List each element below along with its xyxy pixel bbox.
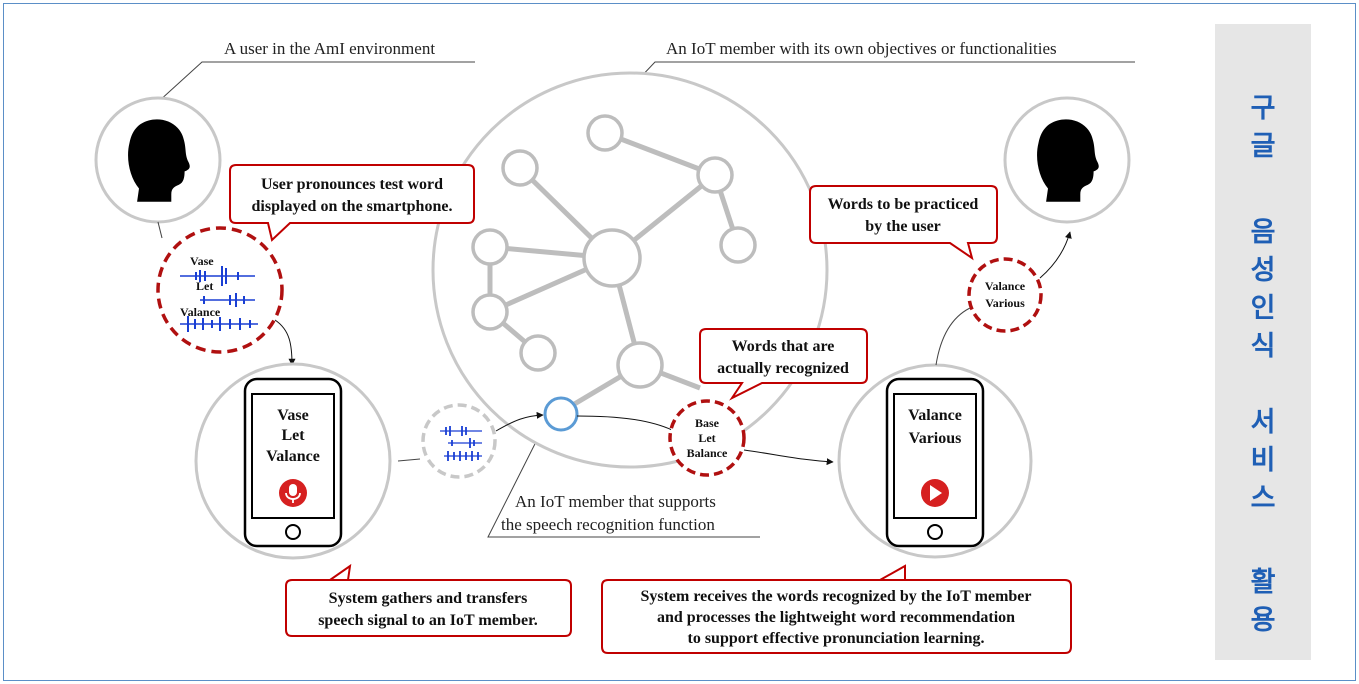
callout-recognized-line2: actually recognized <box>717 360 849 377</box>
callout-receive-line1: System receives the words recognized by … <box>640 588 1031 605</box>
recognized-word-3: Balance <box>687 446 728 460</box>
iot-network <box>431 71 829 469</box>
callout-practice-line2: by the user <box>865 218 941 235</box>
waveform-icon <box>180 266 258 332</box>
side-char: 인 <box>1250 293 1276 324</box>
side-char: 성 <box>1250 255 1276 286</box>
right-phone-word-2: Various <box>909 430 962 447</box>
callout-practice: Words to be practiced by the user <box>809 185 998 261</box>
speech-recognition-node <box>543 396 579 432</box>
recognized-word-2: Let <box>698 431 715 445</box>
left-user <box>94 96 222 224</box>
right-phone-word-1: Valance <box>908 407 962 424</box>
side-char: 음 <box>1250 217 1276 248</box>
callout-receive-line2: and processes the lightweight word recom… <box>657 609 1015 626</box>
recognized-word-1: Base <box>695 416 720 430</box>
spoken-words-bubble: Vase Let Valance <box>156 226 284 354</box>
side-panel: 구 글 음 성 인 식 서 비 스 활 용 <box>1215 24 1311 660</box>
side-char: 구 <box>1250 93 1276 124</box>
side-char: 글 <box>1250 131 1276 162</box>
transfer-signal-bubble <box>421 403 497 479</box>
side-char: 활 <box>1250 567 1276 598</box>
phone-word-2: Let <box>281 427 305 444</box>
right-user <box>1003 96 1131 224</box>
side-char: 식 <box>1250 331 1276 362</box>
caption-iot-member: An IoT member with its own objectives or… <box>666 39 1057 58</box>
caption-user-environment: A user in the AmI environment <box>224 39 435 58</box>
practice-word-1: Valance <box>985 279 1026 293</box>
caption-speech-member-1: An IoT member that supports <box>515 492 716 511</box>
recognized-words-bubble: Base Let Balance <box>668 399 746 477</box>
waveform-icon <box>440 426 482 461</box>
callout-receive-line3: to support effective pronunciation learn… <box>687 630 984 647</box>
side-char: 용 <box>1250 605 1276 636</box>
callout-gather: System gathers and transfers speech sign… <box>285 563 572 637</box>
right-smartphone: Valance Various <box>837 363 1033 559</box>
spoken-word-1: Vase <box>190 254 214 268</box>
microphone-icon[interactable] <box>279 479 307 507</box>
side-char: 서 <box>1250 407 1276 438</box>
callout-gather-line2: speech signal to an IoT member. <box>318 612 538 629</box>
phone-word-3: Valance <box>266 448 320 465</box>
spoken-word-2: Let <box>196 279 213 293</box>
callout-recognized: Words that are actually recognized <box>699 328 868 401</box>
callout-pronounce-line1: User pronounces test word <box>261 176 443 193</box>
spoken-word-3: Valance <box>180 305 221 319</box>
callout-pronounce-line2: displayed on the smartphone. <box>252 198 453 215</box>
callout-practice-line1: Words to be practiced <box>828 196 979 213</box>
practice-words-bubble: Valance Various <box>967 257 1043 333</box>
practice-word-2: Various <box>985 296 1025 310</box>
side-char: 스 <box>1250 483 1276 514</box>
phone-word-1: Vase <box>277 407 308 424</box>
callout-receive: System receives the words recognized by … <box>601 564 1072 654</box>
left-smartphone: Vase Let Valance <box>194 362 392 560</box>
diagram-canvas: A user in the AmI environment An IoT mem… <box>94 39 1135 654</box>
caption-speech-member-2: the speech recognition function <box>501 515 715 534</box>
callout-gather-line1: System gathers and transfers <box>329 590 528 607</box>
play-icon[interactable] <box>921 479 949 507</box>
side-char: 비 <box>1250 445 1276 476</box>
callout-recognized-line1: Words that are <box>732 338 835 355</box>
callout-pronounce: User pronounces test word displayed on t… <box>229 164 475 242</box>
